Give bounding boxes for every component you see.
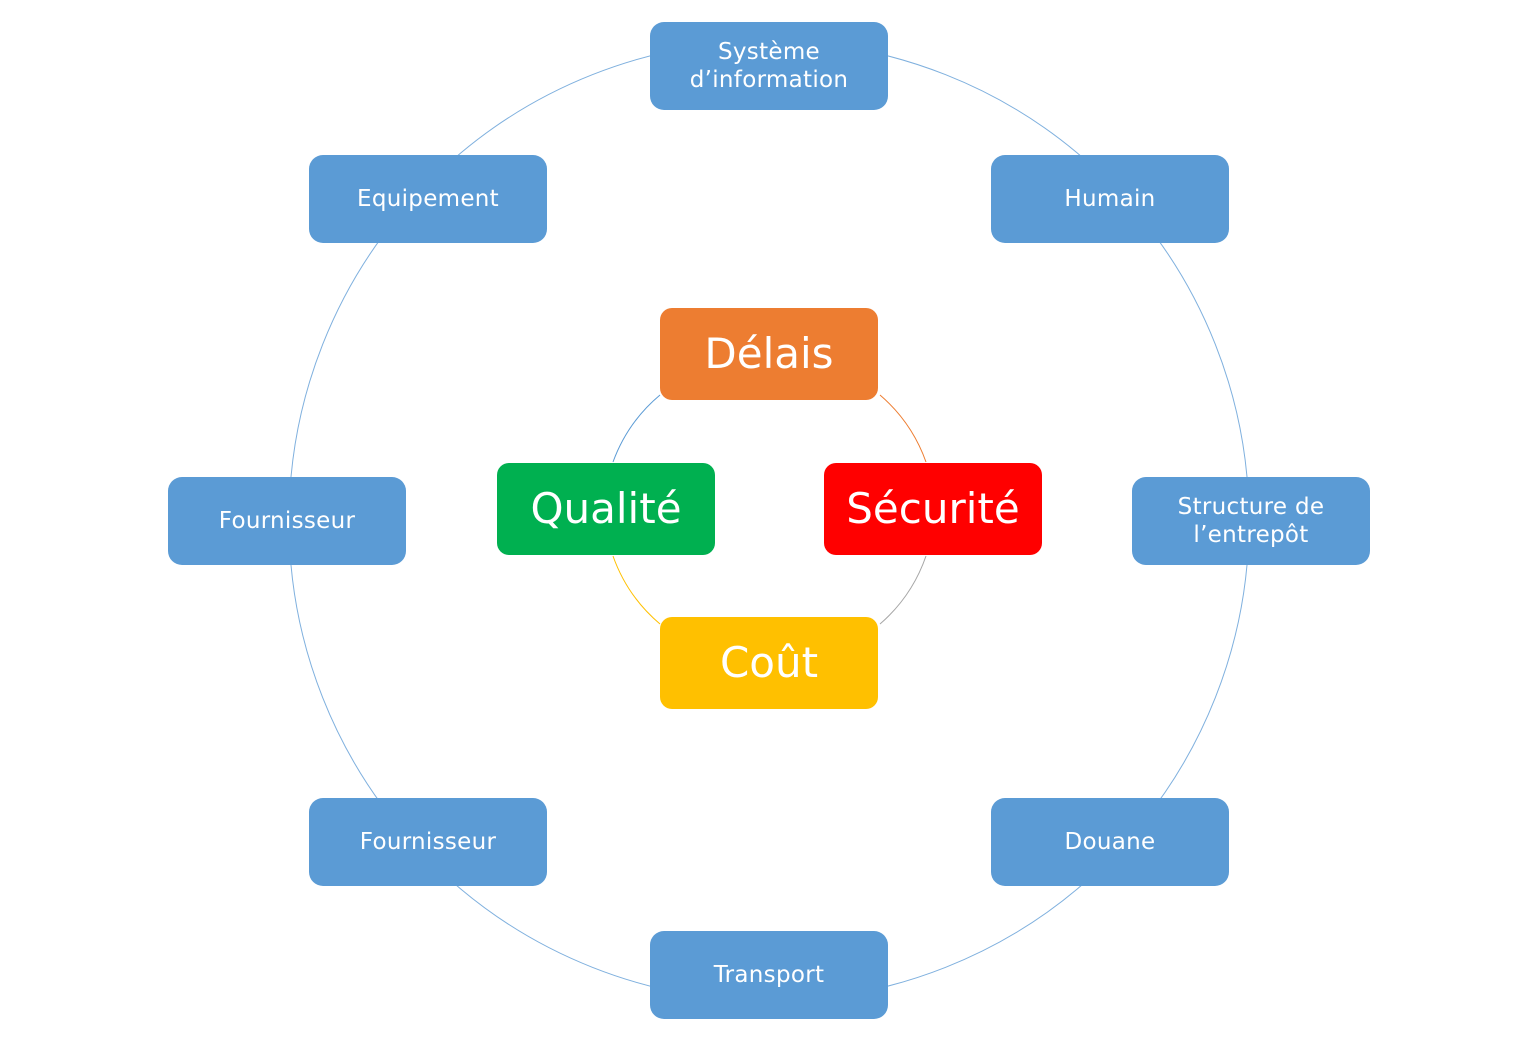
node-douane: Douane xyxy=(991,798,1229,886)
node-equipement: Equipement xyxy=(309,155,547,243)
node-cout: Coût xyxy=(660,617,878,709)
node-fournisseur-bottom: Fournisseur xyxy=(309,798,547,886)
node-securite: Sécurité xyxy=(824,463,1042,555)
node-structure-entrepot: Structure de l’entrepôt xyxy=(1132,477,1370,565)
node-qualite: Qualité xyxy=(497,463,715,555)
inner-arc-delais-securite xyxy=(879,394,927,463)
node-fournisseur-left: Fournisseur xyxy=(168,477,406,565)
node-delais: Délais xyxy=(660,308,878,400)
inner-arc-cout-qualite xyxy=(612,555,661,625)
node-transport: Transport xyxy=(650,931,888,1019)
inner-arc-securite-cout xyxy=(879,555,927,625)
node-systeme-information: Système d’information xyxy=(650,22,888,110)
node-humain: Humain xyxy=(991,155,1229,243)
inner-arc-qualite-delais xyxy=(612,394,661,463)
